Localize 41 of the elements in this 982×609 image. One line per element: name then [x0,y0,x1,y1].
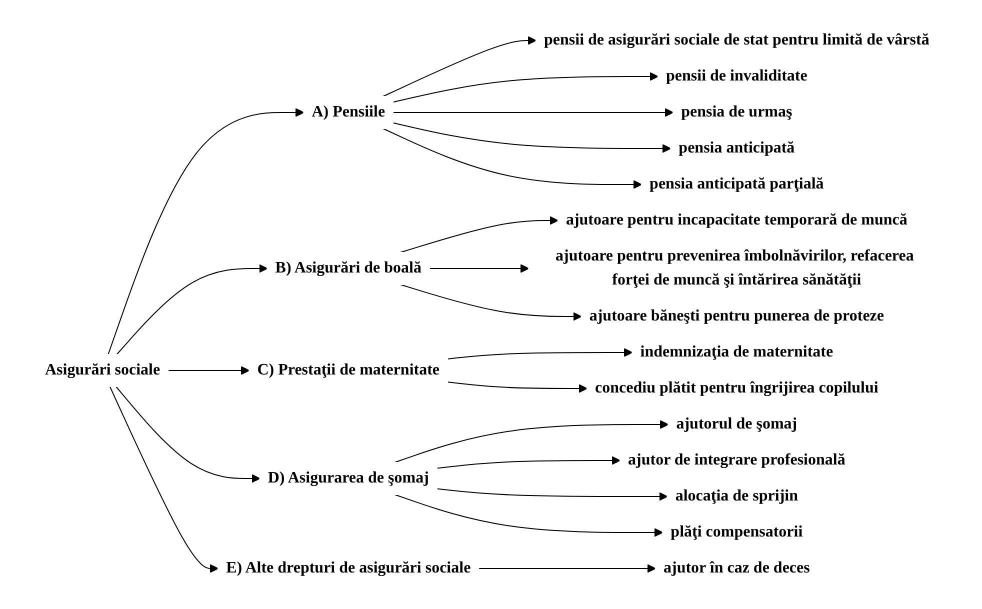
node-text: pensia anticipată parţială [650,176,824,192]
node-text: plăţi compensatorii [670,524,803,540]
node-text: ajutor în caz de deces [664,560,810,576]
arrow [478,564,656,573]
arrow [400,216,558,253]
arrow [116,264,268,355]
arrow [116,386,260,483]
arrow [429,264,530,273]
node-text: E) Alte drepturi de asigurări sociale [226,560,471,576]
node-text: pensii de asigurări sociale de stat pentru limită de vârstă [544,32,930,48]
node-text: ajutoare băneşti pentru punerea de proteze [590,308,884,324]
arrow [168,366,250,375]
node-text: C) Prestaţii de maternitate [257,362,440,378]
node-text: ajutorul de şomaj [676,416,798,432]
node-text: pensia anticipată [678,140,795,156]
node-text: pensia de urmaş [681,104,792,120]
node-text: Asigurări sociale [45,362,160,378]
node-text: A) Pensiile [312,104,386,120]
arrow [392,122,672,153]
arrow [394,420,669,463]
node-text: ajutoare pentru incapacitate temporară de muncă [566,212,908,228]
arrow [382,36,537,97]
arrow [382,128,642,189]
arrow [447,348,633,360]
arrow [110,386,219,573]
arrow [394,494,664,537]
arrow [436,456,621,469]
node-text: alocaţia de sprijin [675,488,798,504]
node-text: D) Asigurarea de şomaj [268,470,430,486]
arrow [392,72,659,103]
node-text: B) Asigurări de boală [275,260,422,276]
node-text: ajutor de integrare profesională [628,452,846,468]
arrow [392,108,674,117]
node-text: ajutoare pentru prevenirea îmbolnăvirilor, refacerea forţei de muncă şi întărirea sănătăţii [556,248,914,288]
node-text: indemnizaţia de maternitate [640,344,834,360]
arrow [400,284,582,321]
node-text: concediu plătit pentru îngrijirea copilului [595,380,878,396]
arrow [436,488,668,501]
arrow [447,382,588,393]
arrow [108,108,304,355]
node-text: pensii de invaliditate [666,68,808,84]
